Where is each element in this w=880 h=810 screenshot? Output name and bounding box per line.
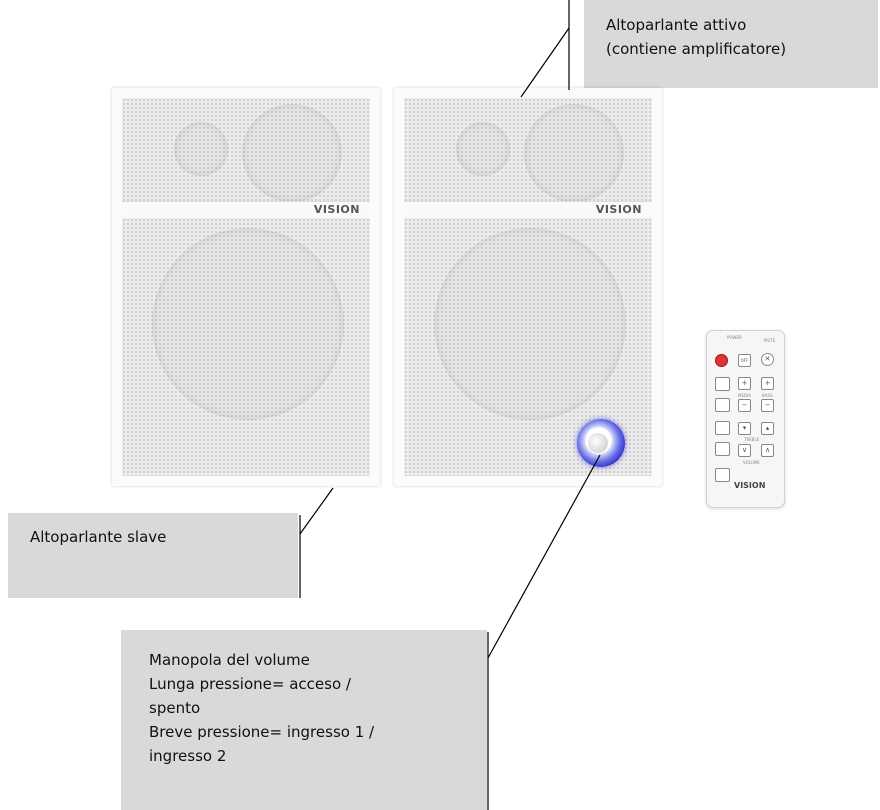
remote-label-media: MEDIA [738,393,751,398]
remote-label-treble: TREBLE [744,437,760,442]
callout-slave-speaker: Altoparlante slave [8,513,298,598]
remote-input1-button [715,377,730,391]
remote-minus-button-2: − [761,399,774,412]
remote-volume-up-button: ∧ [761,444,774,457]
slave-speaker-bottom-grille [122,218,370,476]
callout-slave-line-1: Altoparlante slave [30,528,167,546]
active-speaker-brand-logo: VISION [595,203,642,216]
remote-input3-button [715,421,730,435]
remote-mute-button: ✕ [761,353,774,366]
remote-plus-button-2: + [761,377,774,390]
slave-speaker-brand-logo: VISION [313,203,360,216]
active-speaker-image: VISION [394,88,662,486]
callout-active-speaker: Altoparlante attivo (contiene amplificat… [584,0,878,88]
remote-label-mute: MUTE [764,338,776,343]
remote-power-on-button [715,354,728,367]
remote-input2-button [715,398,730,412]
remote-down-button: ▾ [738,422,751,435]
remote-input4-button [715,442,730,456]
remote-brand-logo: VISION [734,481,766,490]
leader-active-diagonal [520,27,570,98]
remote-power-off-button: OFF [738,354,751,367]
callout-active-line-2: (contiene amplificatore) [606,40,787,58]
leader-knob-diagonal [487,454,601,659]
leader-slave-diagonal [299,487,334,535]
callout-volume-knob: Manopola del volume Lunga pressione= acc… [121,630,487,810]
callout-active-line-1: Altoparlante attivo [606,16,747,34]
remote-source-button [715,468,730,482]
callout-knob-line-5: ingresso 2 [149,747,227,765]
callout-knob-line-2: Lunga pressione= acceso / [149,675,351,693]
slave-speaker-image: VISION [112,88,380,486]
remote-label-bass: BASS [762,393,773,398]
remote-up-button: ▴ [761,422,774,435]
remote-plus-button-1: + [738,377,751,390]
callout-knob-line-3: spento [149,699,201,717]
slave-speaker-top-grille [122,98,370,201]
remote-label-volume: VOLUME [743,460,760,465]
callout-knob-line-4: Breve pressione= ingresso 1 / [149,723,375,741]
remote-volume-down-button: ∨ [738,444,751,457]
active-speaker-top-grille [404,98,652,201]
remote-control-image: POWER MUTE OFF ✕ + + MEDIA BASS − − ▾ ▴ … [706,330,785,508]
remote-label-power: POWER [727,335,742,340]
callout-knob-line-1: Manopola del volume [149,651,310,669]
remote-minus-button-1: − [738,399,751,412]
volume-knob [577,419,625,467]
